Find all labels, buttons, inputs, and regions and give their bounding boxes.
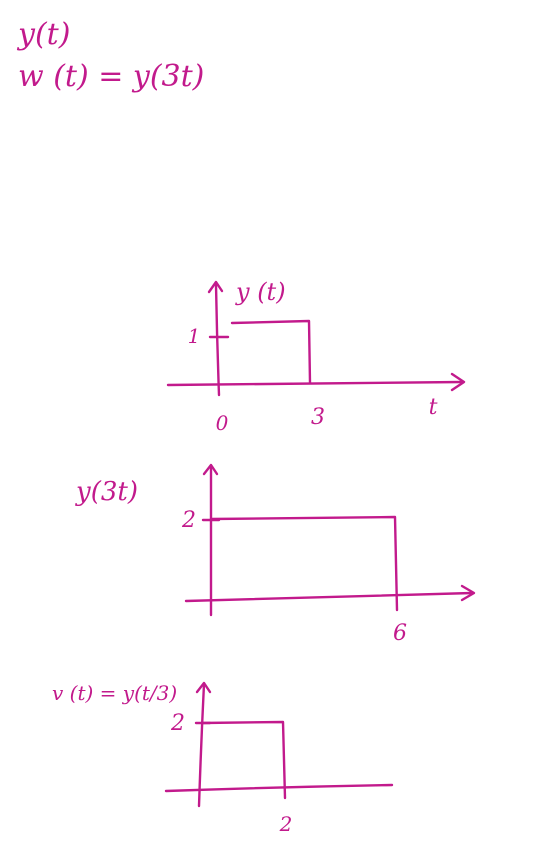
graph-2-x-axis bbox=[184, 591, 474, 603]
graph-1-x-tick-3: 3 bbox=[311, 405, 325, 430]
graph-1: y (t) 1 0 3 t bbox=[166, 278, 466, 435]
graph-2-y-tick-label: 2 bbox=[181, 508, 196, 533]
note-line-2: w (t) = y(3t) bbox=[18, 59, 204, 94]
graph-2: y(3t) 2 6 bbox=[75, 463, 476, 646]
graph-1-x-axis bbox=[166, 380, 464, 387]
graph-1-y-axis bbox=[214, 283, 221, 397]
graph-2-label: y(3t) bbox=[75, 477, 138, 507]
graph-3-x-tick-2: 2 bbox=[279, 812, 293, 836]
graph-1-pulse bbox=[230, 319, 312, 385]
graph-1-x-axis-arrow bbox=[450, 372, 466, 392]
note-line-1: y(t) bbox=[16, 17, 70, 52]
graph-3: v (t) = y(t/3) 2 2 bbox=[52, 681, 394, 836]
graph-2-pulse bbox=[209, 515, 399, 612]
graph-3-y-axis-arrow bbox=[195, 681, 212, 694]
graph-3-x-axis bbox=[164, 783, 394, 793]
graph-1-y-tick-label: 1 bbox=[188, 324, 201, 348]
graph-3-pulse bbox=[200, 720, 287, 800]
graph-3-y-tick-label: 2 bbox=[170, 711, 185, 736]
graph-2-x-tick-6: 6 bbox=[393, 621, 407, 646]
graph-1-y-axis-arrow bbox=[207, 280, 224, 294]
graph-1-x-axis-label: t bbox=[429, 395, 438, 420]
graph-1-label: y (t) bbox=[235, 278, 286, 306]
graph-2-x-axis-arrow bbox=[460, 584, 476, 602]
graph-2-y-axis-arrow bbox=[202, 463, 219, 476]
graph-3-label: v (t) = y(t/3) bbox=[52, 681, 177, 705]
graph-1-x-tick-0: 0 bbox=[216, 411, 229, 435]
graph-3-y-axis bbox=[197, 682, 206, 808]
